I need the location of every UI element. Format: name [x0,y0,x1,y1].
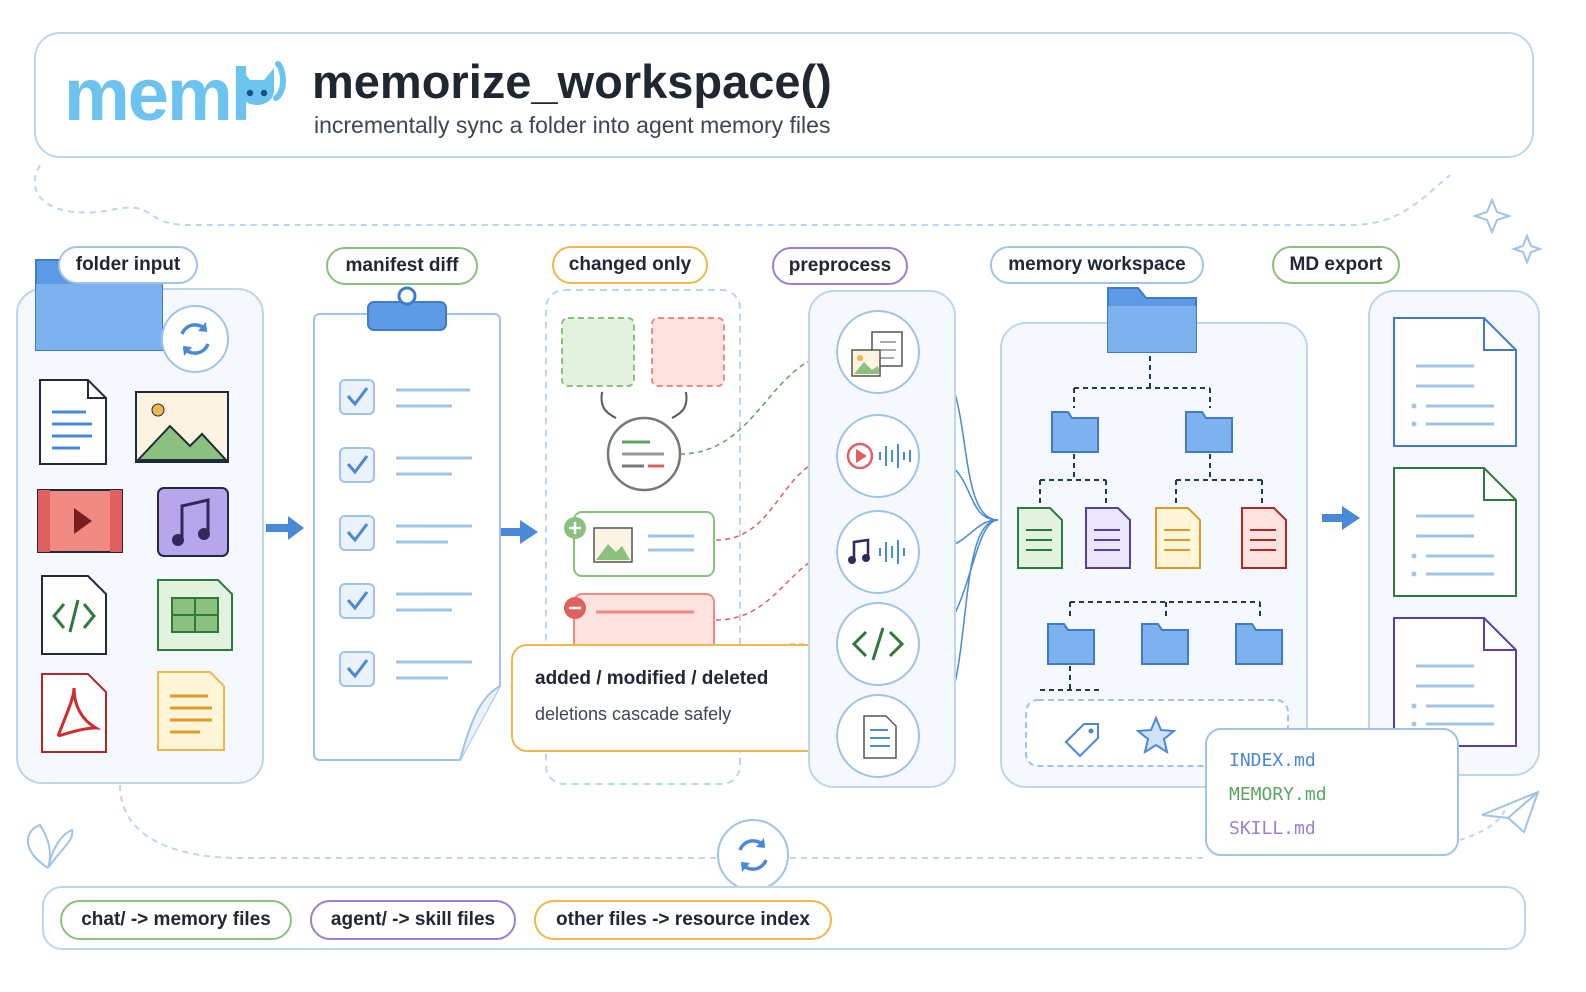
red-file-icon [1241,507,1287,569]
route-agent: agent/ -> skill files [310,900,516,940]
page-subtitle: incrementally sync a folder into agent m… [314,112,831,138]
diff-callout: added / modified / deleted deletions cas… [511,644,827,752]
spreadsheet-file-icon [157,579,233,651]
stage-label-manifest-diff: manifest diff [326,247,478,285]
resync-icon [717,819,789,891]
skill-md-label: SKILL.md [1229,818,1316,839]
music-file-icon [157,487,229,557]
route-chat: chat/ -> memory files [60,900,292,940]
music-waveform-icon [836,510,920,594]
memory-file-icon [1393,467,1517,597]
image-text-icon [836,310,920,394]
star-icon [1135,715,1177,755]
purple-file-icon [1085,507,1131,569]
stage-label-md-export: MD export [1272,246,1400,284]
index-md-label: INDEX.md [1229,750,1316,771]
page-title: memorize_workspace() [312,55,832,108]
preprocess-icons [836,310,920,778]
md-output-list: INDEX.md MEMORY.md SKILL.md [1205,728,1459,856]
diff-callout-detail: deletions cascade safely [535,704,732,724]
folder-icon [1051,411,1099,453]
video-file-icon [37,489,123,553]
changed-only-panel [545,289,741,785]
leaf-icon [26,823,74,869]
cat-logo-icon [240,61,286,105]
input-file-icons [37,379,233,753]
diff-callout-title: added / modified / deleted [535,668,769,689]
code-icon [836,602,920,686]
paper-plane-icon [1481,790,1540,834]
stage-label-folder-input: folder input [58,246,198,284]
stage-label-preprocess: preprocess [772,247,908,285]
exported-files [1393,317,1517,747]
folder-icon [1047,623,1095,665]
document-icon [836,694,920,778]
folder-icon [1235,623,1283,665]
arrow-right-icon [1322,506,1360,530]
arrow-right-icon [500,520,538,544]
tag-icon [1064,723,1099,758]
arrow-right-icon [266,516,304,540]
orange-file-icon [1155,507,1201,569]
index-file-icon [1393,317,1517,447]
text-file-icon [157,671,225,751]
route-other: other files -> resource index [534,900,832,940]
code-file-icon [41,575,107,655]
folder-icon [1141,623,1189,665]
root-folder-icon [1107,287,1197,353]
header-card [34,32,1534,158]
stage-label-memory-workspace: memory workspace [990,246,1204,284]
memory-tree [1017,287,1289,767]
image-file-icon [135,391,229,463]
sync-icon [161,305,229,373]
pdf-file-icon [41,673,107,753]
green-file-icon [1017,507,1063,569]
skill-file-icon [1393,617,1517,747]
memory-md-label: MEMORY.md [1229,784,1327,805]
manifest-clipboard [313,286,501,761]
document-file-icon [39,379,107,465]
sparkle-icon [1471,197,1513,235]
stage-label-changed-only: changed only [552,246,708,284]
sparkle-icon [1510,233,1544,265]
folder-icon [1185,411,1233,453]
memu-logo: meml [64,53,251,136]
audio-video-icon [836,414,920,498]
